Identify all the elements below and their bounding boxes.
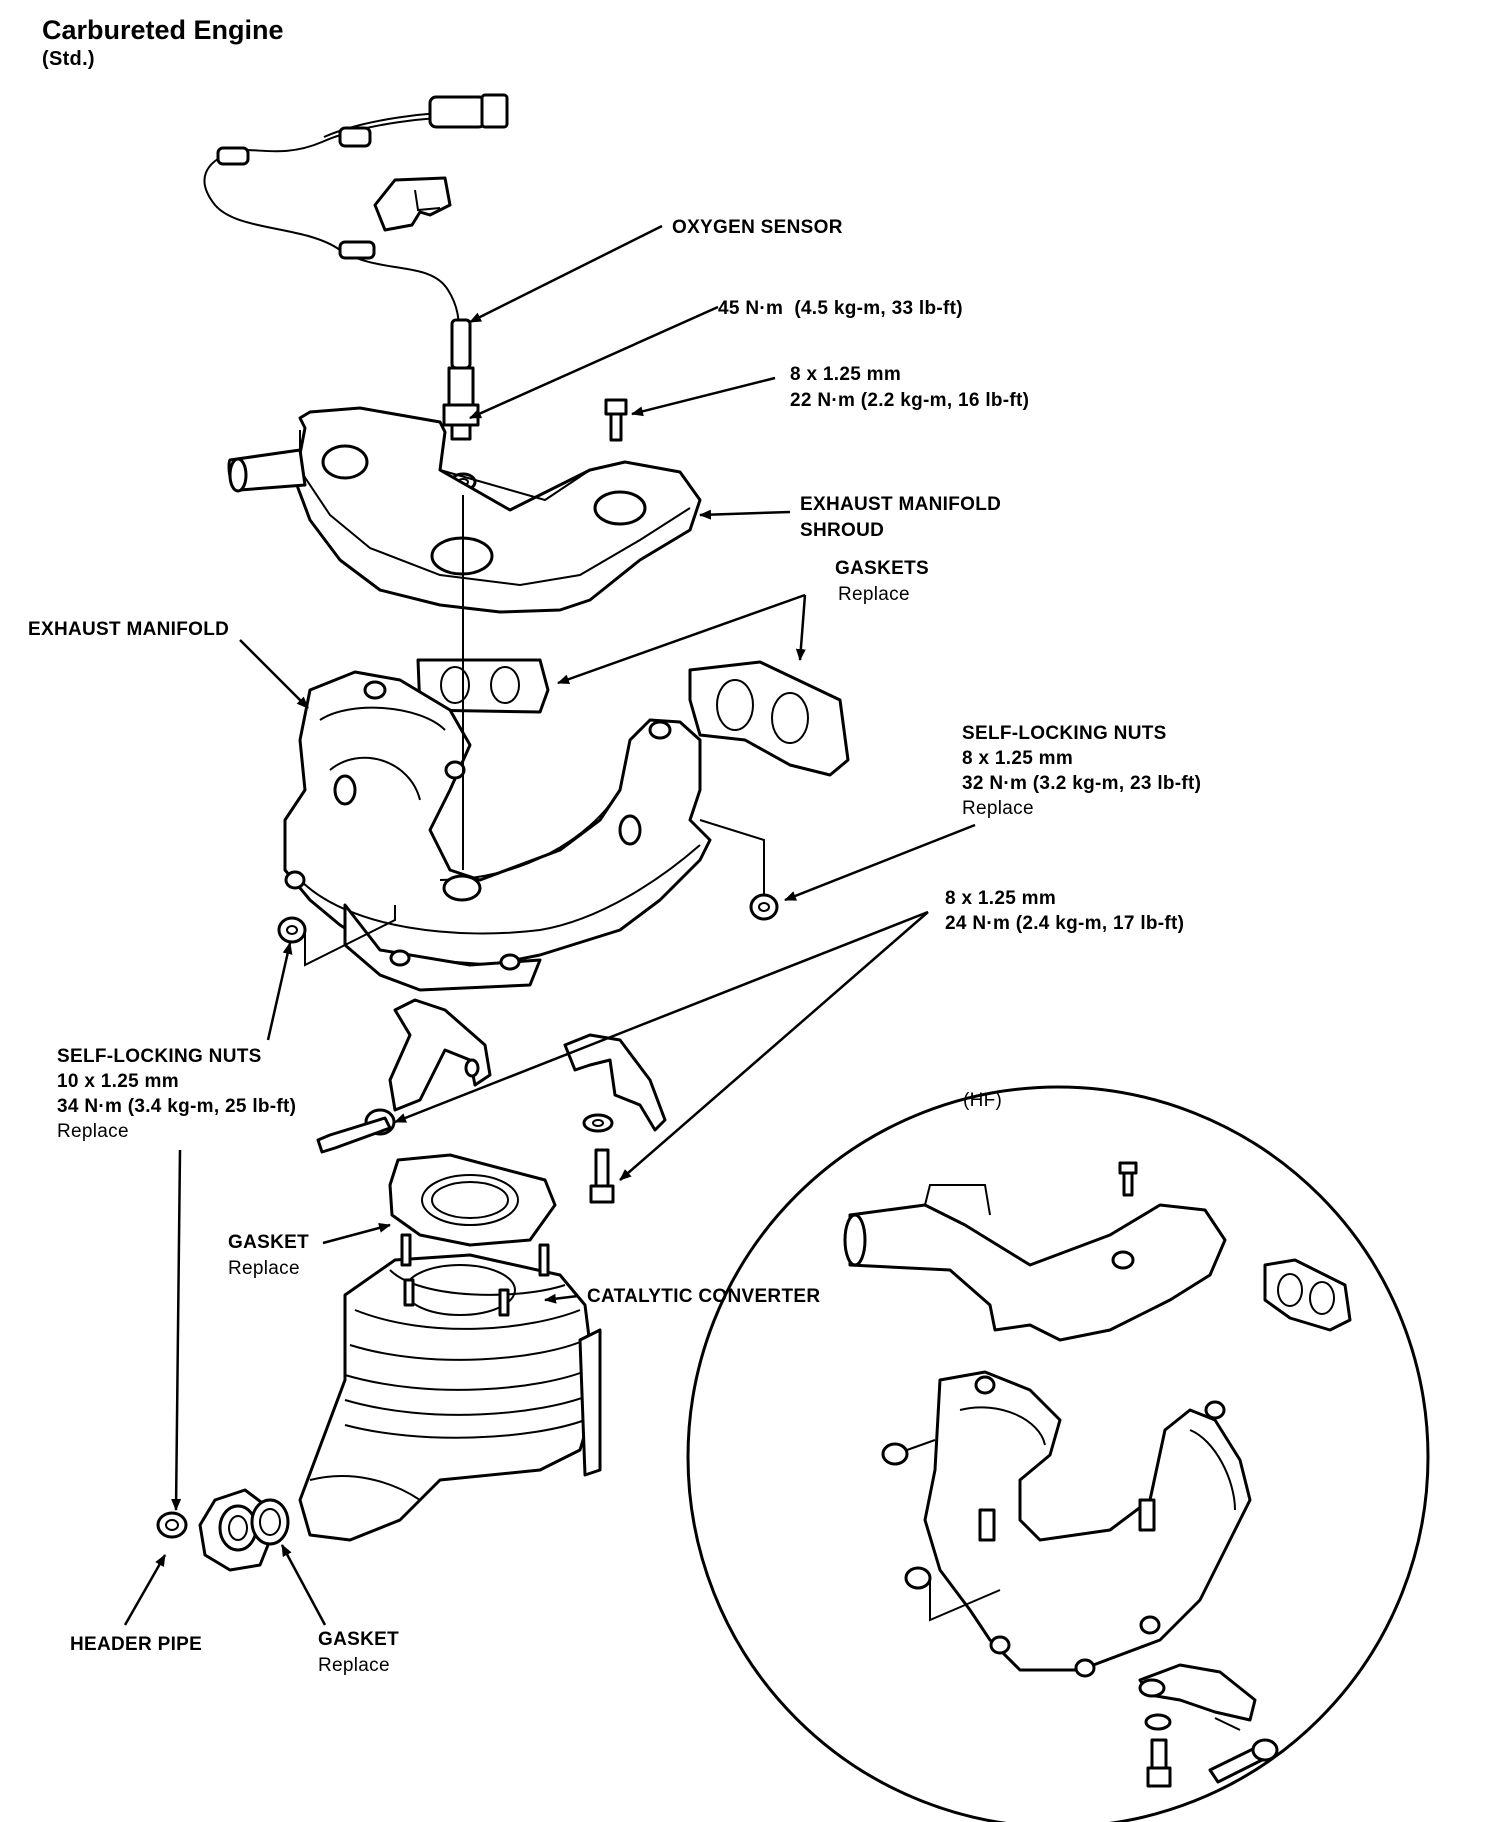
label-nuts-upper-size: 8 x 1.25 mm	[962, 748, 1074, 769]
label-shroud-bolt-size: 8 x 1.25 mm	[790, 364, 902, 385]
wire-clip-part	[373, 176, 452, 232]
label-gaskets: GASKETS	[835, 558, 929, 579]
exhaust-manifold-part	[283, 670, 712, 992]
label-header-gasket-note: Replace	[318, 1655, 390, 1676]
label-header-pipe: HEADER PIPE	[70, 1634, 203, 1655]
header-pipe-part	[156, 1488, 290, 1572]
shroud-bolt-part	[604, 398, 628, 416]
label-gasket: GASKET	[228, 1232, 309, 1253]
label-nuts-upper-torque: 32 N·m (3.2 kg-m, 23 lb-ft)	[962, 773, 1202, 794]
hf-inset	[686, 1085, 1430, 1822]
label-gaskets-note: Replace	[838, 584, 910, 605]
leader-lines	[123, 224, 976, 1626]
lower-left-nut-part	[277, 905, 396, 967]
right-bracket-part	[563, 1033, 667, 1204]
label-bracket-bolt-torque: 24 N·m (2.4 kg-m, 17 lb-ft)	[945, 913, 1185, 934]
upper-nut-part	[699, 819, 779, 921]
label-nuts-upper: SELF-LOCKING NUTS	[962, 723, 1167, 744]
label-catalytic-converter: CATALYTIC CONVERTER	[587, 1286, 821, 1307]
label-gasket-note: Replace	[228, 1258, 300, 1279]
page-title: Carbureted Engine	[42, 15, 284, 45]
label-nuts-lower-note: Replace	[57, 1121, 129, 1142]
shroud-bolt-shank	[609, 412, 623, 442]
label-sensor-torque: 45 N·m (4.5 kg-m, 33 lb-ft)	[718, 298, 963, 319]
converter-gasket-part	[388, 1153, 557, 1247]
label-oxygen-sensor: OXYGEN SENSOR	[672, 217, 843, 238]
label-inset-hf: (HF)	[963, 1090, 1003, 1111]
page-subtitle: (Std.)	[42, 48, 95, 70]
label-nuts-upper-note: Replace	[962, 798, 1034, 819]
left-bracket-part	[316, 998, 492, 1154]
oxygen-sensor-part	[203, 93, 509, 492]
manifold-shroud-part	[227, 406, 702, 614]
label-nuts-lower: SELF-LOCKING NUTS	[57, 1046, 262, 1067]
label-bracket-bolt-size: 8 x 1.25 mm	[945, 888, 1057, 909]
label-header-gasket: GASKET	[318, 1629, 399, 1650]
label-shroud-line2: SHROUD	[800, 520, 885, 541]
catalytic-converter-part	[298, 1233, 602, 1542]
label-nuts-lower-size: 10 x 1.25 mm	[57, 1071, 179, 1092]
manifold-gasket-part	[416, 658, 850, 777]
label-exhaust-manifold: EXHAUST MANIFOLD	[28, 619, 230, 640]
label-shroud-bolt-torque: 22 N·m (2.2 kg-m, 16 lb-ft)	[790, 390, 1030, 411]
label-shroud-line1: EXHAUST MANIFOLD	[800, 494, 1002, 515]
label-nuts-lower-torque: 34 N·m (3.4 kg-m, 25 lb-ft)	[57, 1096, 297, 1117]
